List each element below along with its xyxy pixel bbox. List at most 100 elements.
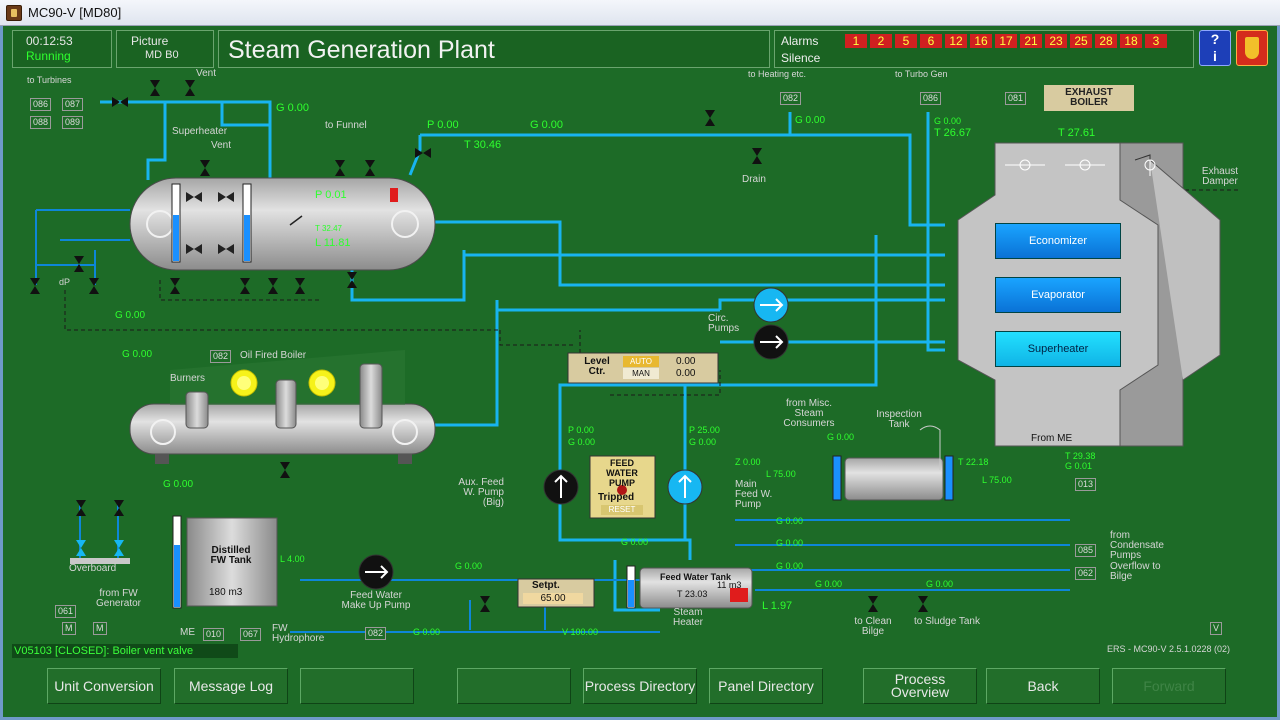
alarm-badge[interactable]: 1 xyxy=(845,34,867,48)
unit-conversion-button[interactable]: Unit Conversion xyxy=(47,668,161,704)
oil-fired-boiler-label: Oil Fired Boiler xyxy=(240,350,307,361)
alarm-badge[interactable]: 5 xyxy=(895,34,917,48)
tag-086-turbo[interactable]: 086 xyxy=(920,92,942,105)
economizer-label: Economizer xyxy=(1028,235,1088,247)
evaporator-block[interactable]: Evaporator xyxy=(995,277,1121,313)
tag-067[interactable]: 067 xyxy=(240,628,262,641)
g-c4-value: G 0.00 xyxy=(815,579,843,589)
man-button[interactable]: MAN xyxy=(623,368,659,379)
panel-directory-button[interactable]: Panel Directory xyxy=(709,668,823,704)
tag-086[interactable]: 086 xyxy=(30,98,52,111)
tag-m1[interactable]: M xyxy=(62,622,76,635)
tag-010[interactable]: 010 xyxy=(203,628,225,641)
picture-label: Picture xyxy=(131,34,169,48)
t-drum-value: T 32.47 xyxy=(315,224,342,233)
superheater-label: Superheater xyxy=(172,126,228,137)
back-button[interactable]: Back xyxy=(986,668,1100,704)
alarm-badge[interactable]: 12 xyxy=(945,34,967,48)
process-overview-button[interactable]: Process Overview xyxy=(863,668,977,704)
t-top-value: T 30.46 xyxy=(464,139,502,151)
message-log-button[interactable]: Message Log xyxy=(174,668,288,704)
blank-button-2[interactable] xyxy=(457,668,571,704)
alarm-badge[interactable]: 17 xyxy=(995,34,1017,48)
version-text: ERS - MC90-V 2.5.1.0228 (02) xyxy=(1107,644,1231,654)
tag-062[interactable]: 062 xyxy=(1075,567,1097,580)
distilled-vol-label: 180 m3 xyxy=(209,587,243,598)
tag-087[interactable]: 087 xyxy=(62,98,84,111)
picture-panel[interactable]: Picture MD B0 xyxy=(116,30,214,68)
tag-013[interactable]: 013 xyxy=(1075,478,1097,491)
alarms-button[interactable]: Alarms xyxy=(781,34,819,48)
tag-082-hydro[interactable]: 082 xyxy=(365,627,387,640)
tag-081[interactable]: 081 xyxy=(1005,92,1027,105)
l-insp-value: L 75.00 xyxy=(982,475,1012,485)
g-main-value: G 0.00 xyxy=(689,437,717,447)
g-left1-value: G 0.00 xyxy=(115,310,146,321)
alarm-badge[interactable]: 23 xyxy=(1045,34,1067,48)
app-icon xyxy=(6,4,22,21)
from-me-label: From ME xyxy=(1031,433,1073,444)
from-misc-label: from Misc. Steam Consumers xyxy=(783,398,835,429)
l-main-value: L 75.00 xyxy=(766,469,796,479)
alarm-badge[interactable]: 2 xyxy=(870,34,892,48)
status-message: V05103 [CLOSED]: Boiler vent valve xyxy=(12,644,238,658)
lc-man-value: 0.00 xyxy=(676,368,696,379)
feed-water-pump-label: FEED WATER PUMP xyxy=(606,458,638,488)
setpt-label: Setpt. xyxy=(532,580,560,591)
circ-pumps-label: Circ. Pumps xyxy=(708,313,740,334)
alarm-badge[interactable]: 28 xyxy=(1095,34,1117,48)
economizer-block[interactable]: Economizer xyxy=(995,223,1121,259)
reset-button[interactable]: RESET xyxy=(601,505,643,515)
process-directory-button[interactable]: Process Directory xyxy=(583,668,697,704)
evaporator-label: Evaporator xyxy=(1031,289,1085,301)
from-cond-pumps-label: from Condensate Pumps xyxy=(1110,530,1164,561)
help-info-icon[interactable]: ?i xyxy=(1199,30,1231,66)
exhaust-damper-label: Exhaust Damper xyxy=(1201,166,1239,187)
superheater-block[interactable]: Superheater xyxy=(995,331,1121,367)
level-ctr-label: Level Ctr. xyxy=(584,356,610,377)
distilled-tank-label: Distilled FW Tank xyxy=(210,545,252,566)
p-drum-value: P 0.01 xyxy=(315,189,347,201)
to-clean-bilge-label: to Clean Bilge xyxy=(854,616,892,637)
auto-button[interactable]: AUTO xyxy=(623,356,659,367)
g-aux-value: G 0.00 xyxy=(568,437,596,447)
forward-button[interactable]: Forward xyxy=(1112,668,1226,704)
g-cond-value: G 0.01 xyxy=(1065,461,1093,471)
g-turbo-value: G 0.00 xyxy=(934,116,962,126)
window-titlebar: MC90-V [MD80] xyxy=(0,0,1280,26)
tag-085[interactable]: 085 xyxy=(1075,544,1097,557)
tag-082-oil[interactable]: 082 xyxy=(210,350,232,363)
tag-088[interactable]: 088 xyxy=(30,116,52,129)
alarm-badge[interactable]: 21 xyxy=(1020,34,1042,48)
l-drum-value: L 11.81 xyxy=(315,237,351,249)
fw-tank-vol-label: 11 m3 xyxy=(717,580,742,590)
v-hydro-value: V 100.00 xyxy=(562,627,599,637)
setpt-value[interactable]: 65.00 xyxy=(523,593,583,604)
lc-auto-value: 0.00 xyxy=(676,356,696,367)
tag-089[interactable]: 089 xyxy=(62,116,84,129)
t-fwt-value: T 23.03 xyxy=(677,589,708,599)
alarm-badge[interactable]: 16 xyxy=(970,34,992,48)
alarm-badge[interactable]: 25 xyxy=(1070,34,1092,48)
tag-v[interactable]: V xyxy=(1210,622,1223,635)
clock-panel: 00:12:53 Running xyxy=(12,30,112,68)
alarm-badge[interactable]: 6 xyxy=(920,34,942,48)
tag-082-heating[interactable]: 082 xyxy=(780,92,802,105)
g-c1-value: G 0.00 xyxy=(776,516,804,526)
silence-button[interactable]: Silence xyxy=(781,51,821,65)
alarm-badge[interactable]: 18 xyxy=(1120,34,1142,48)
alarm-badge[interactable]: 3 xyxy=(1145,34,1167,48)
g-c3-value: G 0.00 xyxy=(776,561,804,571)
tag-m2[interactable]: M xyxy=(93,622,107,635)
tripped-label: Tripped xyxy=(598,492,635,503)
tag-061[interactable]: 061 xyxy=(55,605,77,618)
l-fwt-value: L 1.97 xyxy=(762,600,793,612)
blank-button-1[interactable] xyxy=(300,668,414,704)
p-main-value: P 25.00 xyxy=(689,425,720,435)
g-fwt-value: G 0.00 xyxy=(621,537,649,547)
dp-label: dP xyxy=(59,277,71,287)
overboard-label: Overboard xyxy=(69,563,117,574)
p-aux-value: P 0.00 xyxy=(568,425,594,435)
